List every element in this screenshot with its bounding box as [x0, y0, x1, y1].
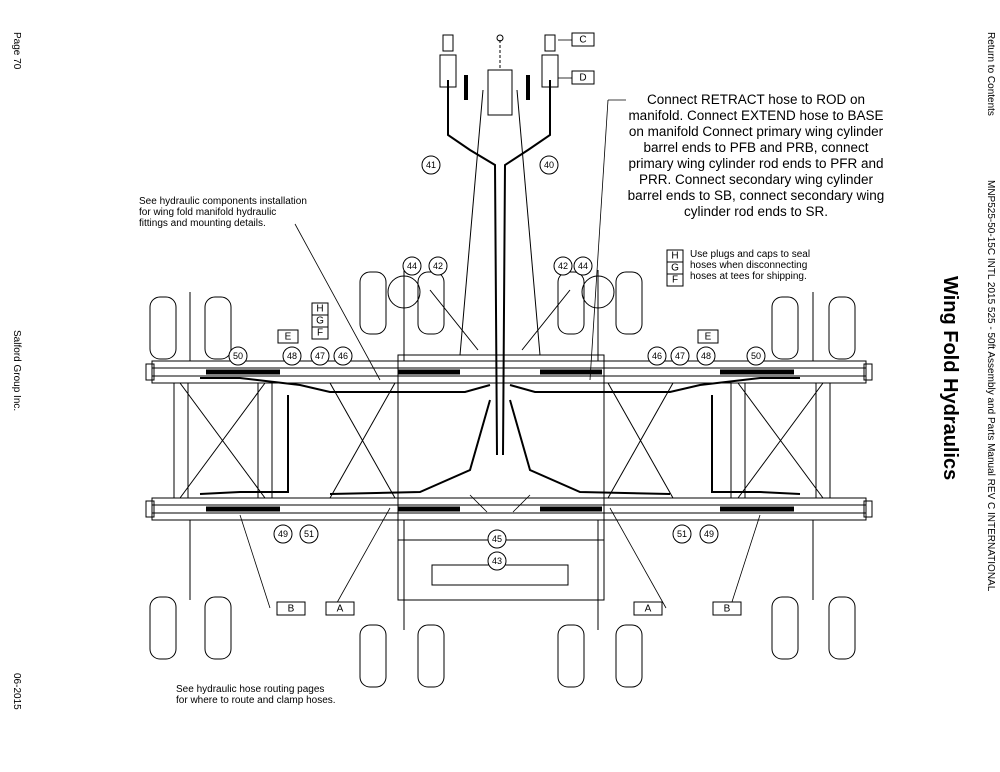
svg-text:E: E — [285, 332, 292, 343]
callout-43: 43 — [487, 551, 507, 571]
manifold-installation-note: See hydraulic components installation fo… — [139, 196, 307, 229]
callout-48: 48 — [696, 346, 716, 366]
box-b-right: B — [712, 601, 742, 616]
plugs-caps-note: Use plugs and caps to seal hoses when di… — [690, 249, 811, 282]
left-wing-bracing — [173, 382, 396, 499]
box-b-left: B — [276, 601, 306, 616]
svg-text:48: 48 — [287, 351, 297, 361]
callout-47: 47 — [310, 346, 330, 366]
svg-text:B: B — [724, 604, 731, 615]
svg-text:50: 50 — [751, 351, 761, 361]
svg-text:F: F — [672, 275, 678, 286]
svg-text:41: 41 — [426, 160, 436, 170]
callout-45: 45 — [487, 529, 507, 549]
callout-42: 42 — [553, 256, 573, 276]
box-c: C — [571, 32, 595, 47]
box-a-right: A — [633, 601, 663, 616]
box-g-right: G — [666, 261, 684, 275]
hose-couplers — [439, 34, 559, 88]
svg-text:49: 49 — [704, 529, 714, 539]
rear-frame-rail — [151, 497, 867, 521]
callout-40: 40 — [539, 155, 559, 175]
svg-text:C: C — [579, 35, 586, 46]
callout-44: 44 — [402, 256, 422, 276]
cylinders — [206, 369, 794, 512]
connect-hoses-note: Connect RETRACT hose to ROD on manifold.… — [627, 92, 885, 219]
svg-text:47: 47 — [675, 351, 685, 361]
right-wing-bracing — [607, 382, 831, 499]
box-f-left: F — [311, 326, 329, 340]
svg-text:46: 46 — [652, 351, 662, 361]
callout-46: 46 — [333, 346, 353, 366]
svg-text:51: 51 — [304, 529, 314, 539]
svg-text:51: 51 — [677, 529, 687, 539]
svg-text:B: B — [288, 604, 295, 615]
svg-text:F: F — [317, 328, 323, 339]
svg-text:A: A — [645, 604, 652, 615]
svg-text:H: H — [671, 251, 678, 262]
box-f-right: F — [666, 273, 684, 287]
svg-text:44: 44 — [407, 261, 417, 271]
svg-text:47: 47 — [315, 351, 325, 361]
svg-text:46: 46 — [338, 351, 348, 361]
callout-48: 48 — [282, 346, 302, 366]
front-frame-rail — [151, 360, 867, 384]
leader-lines — [239, 39, 761, 609]
svg-text:A: A — [337, 604, 344, 615]
callout-44: 44 — [573, 256, 593, 276]
svg-text:42: 42 — [433, 261, 443, 271]
box-e-right: E — [697, 329, 719, 344]
callout-42: 42 — [428, 256, 448, 276]
svg-text:45: 45 — [492, 534, 502, 544]
callout-49: 49 — [273, 524, 293, 544]
callout-51: 51 — [299, 524, 319, 544]
svg-text:G: G — [316, 316, 324, 327]
svg-text:49: 49 — [278, 529, 288, 539]
callout-46: 46 — [647, 346, 667, 366]
callout-49: 49 — [699, 524, 719, 544]
box-d: D — [571, 70, 595, 85]
svg-text:G: G — [671, 263, 679, 274]
callout-51: 51 — [672, 524, 692, 544]
svg-text:D: D — [579, 73, 586, 84]
callout-50: 50 — [746, 346, 766, 366]
svg-text:48: 48 — [701, 351, 711, 361]
callout-50: 50 — [228, 346, 248, 366]
svg-text:40: 40 — [544, 160, 554, 170]
svg-text:50: 50 — [233, 351, 243, 361]
wheels — [149, 270, 856, 688]
svg-text:43: 43 — [492, 556, 502, 566]
box-g-left: G — [311, 314, 329, 328]
svg-text:H: H — [316, 304, 323, 315]
hose-routing-note: See hydraulic hose routing pages for whe… — [176, 684, 336, 706]
callout-47: 47 — [670, 346, 690, 366]
box-e-left: E — [277, 329, 299, 344]
center-frame — [397, 34, 605, 601]
svg-text:42: 42 — [558, 261, 568, 271]
svg-text:44: 44 — [578, 261, 588, 271]
callout-41: 41 — [421, 155, 441, 175]
box-h-right: H — [666, 249, 684, 263]
part-callouts: 41 40 44 42 42 44 50 48 47 46 46 47 48 5… — [228, 155, 766, 571]
hydraulic-hoses — [199, 80, 801, 495]
box-a-left: A — [325, 601, 355, 616]
box-h-left: H — [311, 302, 329, 316]
svg-text:E: E — [705, 332, 712, 343]
letter-boxes: C D E E H G F H G F B A A B — [276, 32, 742, 616]
